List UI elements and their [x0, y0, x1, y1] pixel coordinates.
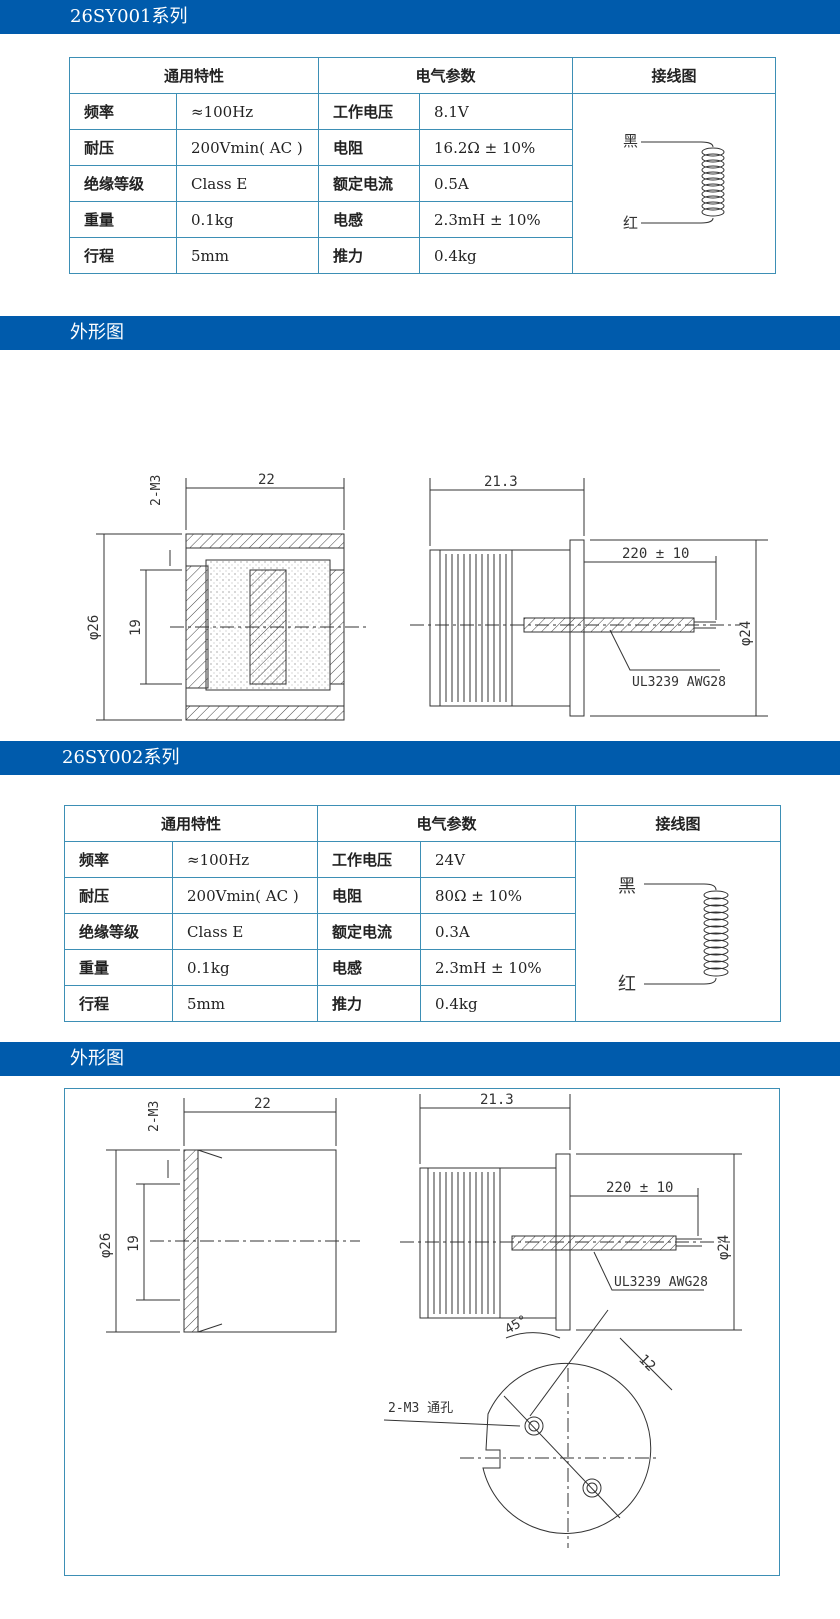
header-electrical: 电气参数 [317, 805, 577, 842]
hole-spec: 2-M3 通孔 [388, 1401, 453, 1416]
dim-diameter-2: φ24 [738, 621, 754, 646]
wire-red-label: 红 [623, 214, 638, 232]
coil-wiring-icon: 黑 红 [623, 132, 725, 232]
value-insulation: Class E [175, 165, 320, 202]
series1-title-bar: 26SY001系列 [0, 0, 840, 34]
label-current: 额定电流 [318, 165, 421, 202]
dim-inner: 19 [128, 619, 144, 636]
wiring-diagram: 黑 红 [572, 93, 777, 274]
header-general: 通用特性 [63, 805, 319, 842]
cable-spec: UL3239 AWG28 [632, 675, 726, 690]
dim-lead: 220 ± 10 [622, 546, 689, 562]
series1-spec-table: 通用特性 电气参数 接线图 频率 ≈100Hz 工作电压 8.1V 黑 红 [68, 57, 777, 274]
value-withstand: 200Vmin( AC ) [175, 129, 320, 166]
wire-black-label: 黑 [618, 876, 636, 897]
label-voltage: 工作电压 [317, 841, 422, 878]
label-stroke: 行程 [69, 237, 177, 274]
series1-outline-bar: 外形图 [0, 316, 840, 350]
label-withstand: 耐压 [69, 129, 177, 166]
series1-outline-title: 外形图 [70, 322, 124, 343]
series2-outline-title: 外形图 [70, 1048, 124, 1069]
value-resistance: 80Ω ± 10% [420, 877, 577, 914]
value-stroke: 5mm [175, 237, 320, 274]
value-voltage: 8.1V [419, 93, 574, 130]
label-voltage: 工作电压 [318, 93, 421, 130]
dim-pitch: 12 [635, 1352, 658, 1375]
label-force: 推力 [318, 237, 421, 274]
series2-outline-frame [64, 1088, 780, 1576]
value-voltage: 24V [420, 841, 577, 878]
dim-diameter-2: φ24 [716, 1235, 732, 1260]
header-wiring: 接线图 [572, 57, 777, 94]
coil-wiring-icon: 黑 红 [618, 876, 729, 995]
label-resistance: 电阻 [317, 877, 422, 914]
wire-red-label: 红 [618, 974, 636, 995]
dim-length: 22 [258, 472, 275, 488]
label-frequency: 频率 [69, 93, 177, 130]
dim-inner: 19 [126, 1235, 142, 1252]
label-frequency: 频率 [64, 841, 173, 878]
label-stroke: 行程 [64, 985, 173, 1022]
dim-diameter: φ26 [98, 1233, 114, 1258]
header-general: 通用特性 [68, 57, 320, 94]
label-force: 推力 [317, 985, 422, 1022]
wire-black-label: 黑 [623, 132, 638, 150]
value-frequency: ≈100Hz [175, 93, 320, 130]
header-electrical: 电气参数 [318, 57, 574, 94]
series2-spec-table: 通用特性 电气参数 接线图 频率 ≈100Hz 工作电压 24V 黑 红 [63, 805, 782, 1022]
value-force: 0.4kg [419, 237, 574, 274]
label-withstand: 耐压 [64, 877, 173, 914]
value-withstand: 200Vmin( AC ) [171, 877, 319, 914]
value-force: 0.4kg [420, 985, 577, 1022]
dim-length: 22 [254, 1096, 271, 1112]
value-inductance: 2.3mH ± 10% [420, 949, 577, 986]
dim-body: 21.3 [484, 474, 518, 490]
dim-body: 21.3 [480, 1092, 514, 1108]
label-weight: 重量 [69, 201, 177, 238]
label-insulation: 绝缘等级 [64, 913, 173, 950]
label-insulation: 绝缘等级 [69, 165, 177, 202]
series2-title-bar: 26SY002系列 [0, 741, 840, 775]
label-inductance: 电感 [317, 949, 422, 986]
wiring-diagram: 黑 红 [575, 841, 782, 1022]
value-inductance: 2.3mH ± 10% [419, 201, 574, 238]
cable-spec: UL3239 AWG28 [614, 1275, 708, 1290]
dim-thread: 2-M3 [147, 1101, 162, 1132]
series2-title: 26SY002系列 [62, 747, 180, 768]
label-resistance: 电阻 [318, 129, 421, 166]
value-frequency: ≈100Hz [171, 841, 319, 878]
value-weight: 0.1kg [171, 949, 319, 986]
value-current: 0.3A [420, 913, 577, 950]
dim-thread: 2-M3 [149, 475, 164, 506]
series2-outline-drawing: 22 2-M3 φ26 19 21.3 220 ± 10 φ24 UL3239 … [98, 1092, 840, 1574]
series1-outline-drawing: 22 2-M3 φ26 19 21.3 220 ± 10 φ24 UL3239 … [86, 472, 840, 730]
value-weight: 0.1kg [175, 201, 320, 238]
value-resistance: 16.2Ω ± 10% [419, 129, 574, 166]
value-insulation: Class E [171, 913, 319, 950]
series2-outline-bar: 外形图 [0, 1042, 840, 1076]
label-inductance: 电感 [318, 201, 421, 238]
value-current: 0.5A [419, 165, 574, 202]
header-wiring: 接线图 [575, 805, 782, 842]
dim-diameter: φ26 [86, 615, 102, 640]
dim-lead: 220 ± 10 [606, 1180, 673, 1196]
label-weight: 重量 [64, 949, 173, 986]
label-current: 额定电流 [317, 913, 422, 950]
series1-title: 26SY001系列 [70, 6, 188, 27]
value-stroke: 5mm [171, 985, 319, 1022]
